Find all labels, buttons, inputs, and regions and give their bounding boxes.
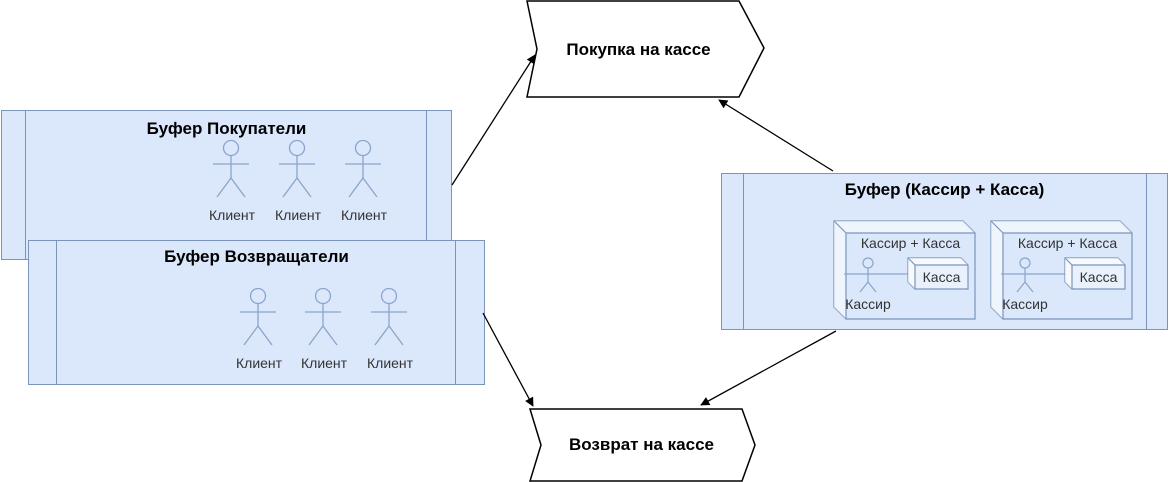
unit-title: Кассир + Касса bbox=[860, 235, 961, 251]
client-label: Клиент bbox=[301, 355, 348, 371]
client-label: Клиент bbox=[236, 355, 283, 371]
buffer-cashiers[interactable]: Буфер (Кассир + Касса) bbox=[721, 173, 1168, 330]
actor-client[interactable]: Клиент bbox=[236, 288, 283, 371]
buffer-buyers-title: Буфер Покупатели bbox=[146, 119, 307, 138]
buffer-left-bar bbox=[56, 241, 57, 384]
buffer-returners[interactable]: Буфер Возвращатели Клиент bbox=[28, 240, 485, 385]
buffer-cashiers-title: Буфер (Кассир + Касса) bbox=[844, 180, 1045, 199]
cashier-unit[interactable]: Кассир + Касса Кассир Касса bbox=[833, 220, 976, 320]
buffer-right-bar bbox=[426, 111, 427, 259]
person-icon bbox=[240, 288, 276, 346]
buffer-left-bar bbox=[25, 111, 26, 259]
arrow-returners-to-refund[interactable] bbox=[482, 312, 534, 407]
client-label: Клиент bbox=[341, 207, 388, 223]
client-label: Клиент bbox=[209, 207, 256, 223]
cube-shape bbox=[833, 220, 976, 320]
person-icon bbox=[345, 140, 381, 198]
step-purchase[interactable]: Покупка на кассе bbox=[526, 0, 765, 98]
cashier-label: Кассир bbox=[1002, 296, 1048, 312]
step-refund[interactable]: Возврат на кассе bbox=[528, 408, 756, 482]
actor-client[interactable]: Клиент bbox=[275, 140, 322, 223]
person-icon bbox=[213, 140, 249, 198]
actor-client[interactable]: Клиент bbox=[209, 140, 256, 223]
cube-shape bbox=[990, 220, 1133, 320]
register-cube bbox=[907, 257, 969, 290]
person-icon bbox=[1016, 257, 1034, 293]
buffer-right-bar bbox=[455, 241, 456, 384]
step-shape bbox=[526, 0, 765, 98]
register-cube bbox=[1064, 257, 1126, 290]
person-icon bbox=[305, 288, 341, 346]
actor-client[interactable]: Клиент bbox=[367, 288, 414, 371]
arrow-cashiers-to-refund[interactable] bbox=[700, 330, 837, 406]
buffer-returners-title: Буфер Возвращатели bbox=[164, 247, 349, 266]
person-icon bbox=[371, 288, 407, 346]
register-label: Касса bbox=[1079, 269, 1118, 285]
unit-title: Кассир + Касса bbox=[1017, 235, 1118, 251]
step-purchase-label: Покупка на кассе bbox=[566, 39, 711, 59]
cashier-unit[interactable]: Кассир + Касса Кассир Касса bbox=[990, 220, 1133, 320]
cashier-label: Кассир bbox=[845, 296, 891, 312]
step-shape bbox=[528, 408, 756, 482]
actor-client[interactable]: Клиент bbox=[301, 288, 348, 371]
buffer-buyers[interactable]: Буфер Покупатели Клиент bbox=[1, 110, 452, 260]
person-icon bbox=[859, 257, 877, 293]
arrow-buyers-to-purchase[interactable] bbox=[451, 54, 536, 186]
register-label: Касса bbox=[922, 269, 961, 285]
person-icon bbox=[279, 140, 315, 198]
buffer-left-bar bbox=[743, 174, 744, 329]
step-refund-label: Возврат на кассе bbox=[569, 435, 714, 454]
client-label: Клиент bbox=[367, 355, 414, 371]
actor-client[interactable]: Клиент bbox=[341, 140, 388, 223]
client-label: Клиент bbox=[275, 207, 322, 223]
arrow-cashiers-to-purchase[interactable] bbox=[718, 99, 834, 172]
buffer-right-bar bbox=[1146, 174, 1147, 329]
